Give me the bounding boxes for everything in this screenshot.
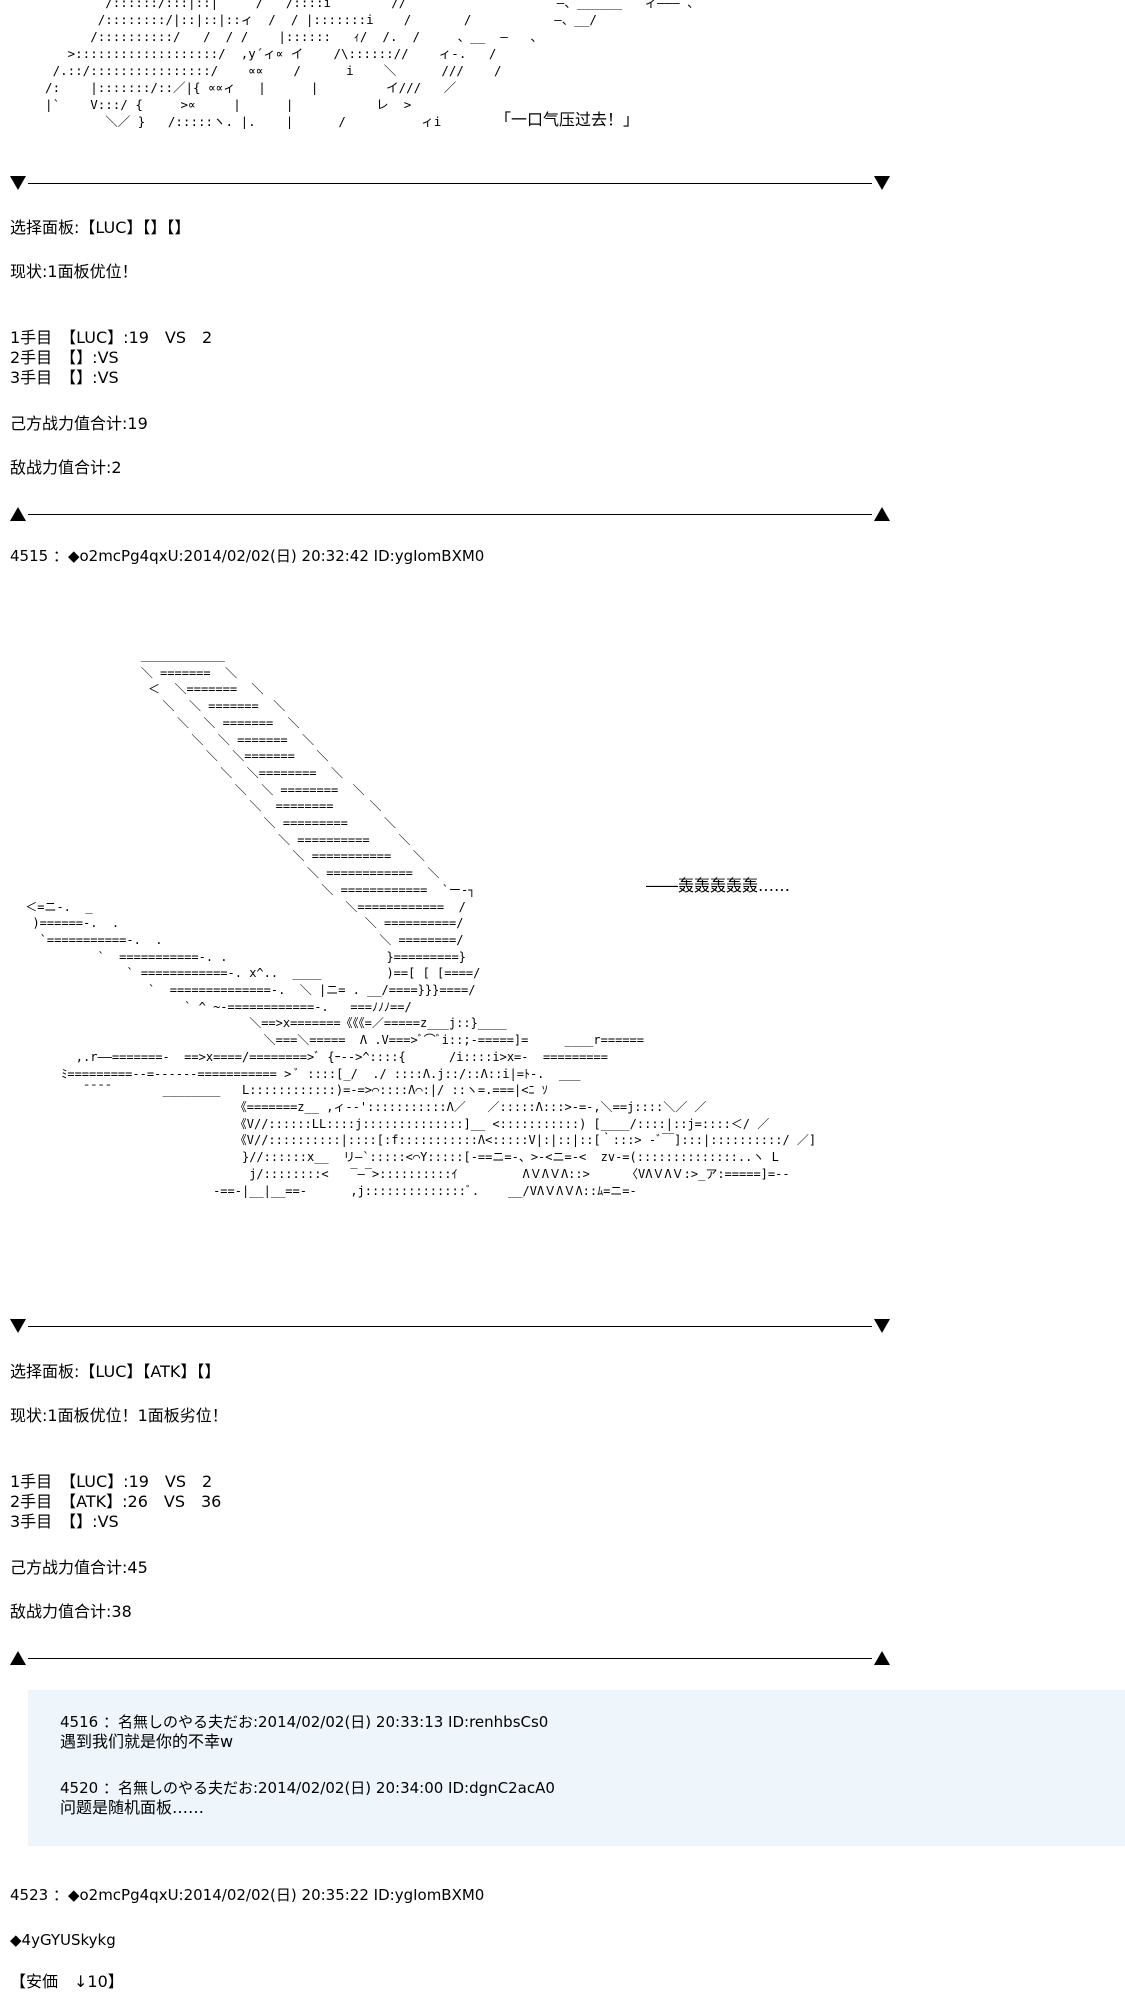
hand-2-3: 3手目 【】:VS: [10, 1512, 119, 1531]
ascii-art-mid: ＿＿＿＿＿＿＿ ＼ ======= ＼ ＜ ＼======= ＼ ＼ ＼ ===…: [25, 649, 817, 1198]
hand-1-1: 1手目 【LUC】:19 VS 2: [10, 328, 213, 347]
reply-body-4520: 问题是随机面板……: [60, 1798, 205, 1817]
enemy-total-1: 敌战力值合计:2: [10, 458, 122, 477]
reply-header-4520: 4520 ：名無しのやる夫だお:2014/02/02(日) 20:34:00 I…: [60, 1779, 555, 1797]
divider-down: [10, 172, 890, 196]
anka-text: 【安価 ↓10】: [10, 1972, 124, 1991]
select-panel-1: 选择面板:【LUC】【】【】: [10, 218, 191, 237]
select-panel-2: 选择面板:【LUC】【ATK】【】: [10, 1362, 221, 1381]
divider-up: [10, 503, 890, 527]
trip-code: ◆4yGYUSkykg: [10, 1931, 116, 1949]
speech-top: 「一口气压过去！」: [495, 110, 640, 129]
own-total-1: 己方战力值合计:19: [10, 414, 148, 433]
hand-1-2: 2手目 【】:VS: [10, 348, 119, 367]
post-header-4515: 4515 ：◆o2mcPg4qxU:2014/02/02(日) 20:32:42…: [10, 547, 485, 565]
reply-header-4516: 4516 ：名無しのやる夫だお:2014/02/02(日) 20:33:13 I…: [60, 1713, 549, 1731]
enemy-total-2: 敌战力值合计:38: [10, 1602, 132, 1621]
speech-mid: ――轰轰轰轰轰……: [646, 876, 791, 895]
post-header-4523: 4523 ：◆o2mcPg4qxU:2014/02/02(日) 20:35:22…: [10, 1886, 485, 1904]
hand-2-2: 2手目 【ATK】:26 VS 36: [10, 1492, 222, 1511]
own-total-2: 己方战力值合计:45: [10, 1558, 148, 1577]
status-1: 现状:1面板优位！: [10, 262, 138, 281]
hand-2-1: 1手目 【LUC】:19 VS 2: [10, 1472, 213, 1491]
ascii-art-top: /::::::/:::|::| / /::::i // ―、______ ィ――…: [45, 0, 700, 129]
reply-box: [28, 1690, 1125, 1846]
hand-1-3: 3手目 【】:VS: [10, 368, 119, 387]
status-2: 现状:1面板优位！1面板劣位！: [10, 1406, 228, 1425]
divider-down-2: [10, 1315, 890, 1339]
reply-body-4516: 遇到我们就是你的不幸w: [60, 1732, 234, 1751]
divider-up-2: [10, 1647, 890, 1671]
